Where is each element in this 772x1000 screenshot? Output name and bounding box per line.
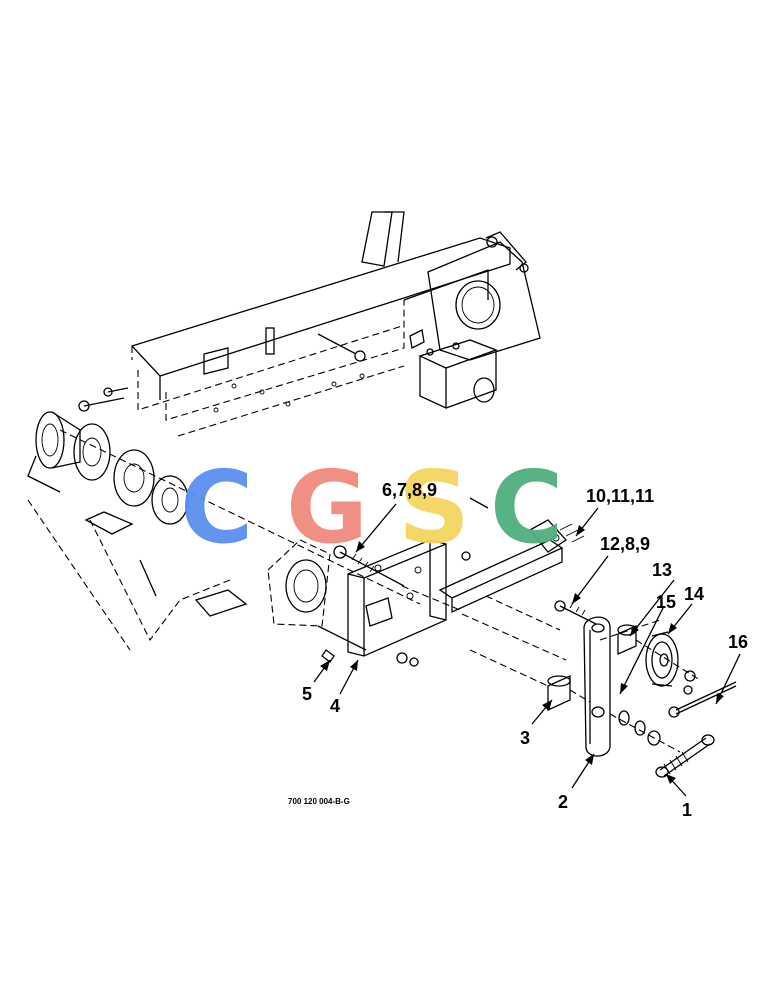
callout-6-7-8-9: 6,7,8,9 xyxy=(382,480,437,500)
callout-4: 4 xyxy=(330,696,340,716)
callout-3: 3 xyxy=(520,728,530,748)
leader-lines xyxy=(313,503,741,797)
watermark-letter-c1: C xyxy=(180,449,253,566)
callout-5: 5 xyxy=(302,684,312,704)
idler-arm xyxy=(554,600,611,757)
rod xyxy=(668,681,737,718)
watermark-letter-s: S xyxy=(398,449,470,566)
mounting-bracket xyxy=(317,539,461,667)
callout-14: 14 xyxy=(684,584,704,604)
spacer-bushing xyxy=(469,649,591,712)
callout-15: 15 xyxy=(656,592,676,612)
drawing-part-number: 700 120 004-B-G xyxy=(288,797,350,806)
spring xyxy=(655,734,715,778)
support-arm xyxy=(438,497,585,661)
callout-13: 13 xyxy=(652,560,672,580)
cgsc-watermark: C G S C xyxy=(180,449,563,566)
hardware-stack xyxy=(609,710,681,753)
callout-10-11-11: 10,11,11 xyxy=(586,486,654,506)
machine-frame xyxy=(130,211,541,437)
callout-2: 2 xyxy=(558,792,568,812)
left-shaft-assembly xyxy=(27,387,421,651)
callout-1: 1 xyxy=(682,800,692,820)
watermark-letter-c2: C xyxy=(490,449,563,566)
watermark-letter-g: G xyxy=(286,449,368,566)
pulley-assembly xyxy=(599,619,701,695)
callout-12-8-9: 12,8,9 xyxy=(600,534,650,554)
callout-16: 16 xyxy=(728,632,748,652)
